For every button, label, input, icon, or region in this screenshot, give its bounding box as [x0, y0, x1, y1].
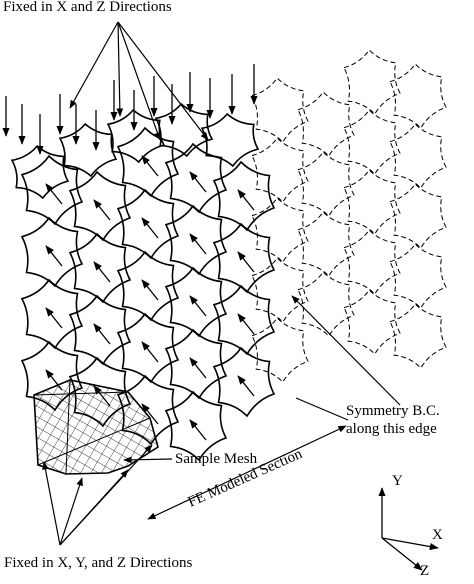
- dashed-cell: [343, 109, 401, 175]
- dashed-mirror-cells: [251, 49, 447, 383]
- top-load-arrows: [2, 64, 258, 155]
- solid-cell: [116, 126, 180, 198]
- cell-arrow: [141, 403, 159, 425]
- cell-arrow: [141, 155, 159, 177]
- dashed-cell: [343, 49, 401, 115]
- solid-cell: [116, 188, 180, 260]
- solid-cell: [68, 294, 132, 366]
- dashed-cell: [297, 151, 355, 217]
- top-cell: [58, 122, 118, 178]
- dashed-cell: [343, 169, 401, 235]
- top-cell: [200, 112, 260, 168]
- dashed-cell: [297, 271, 355, 337]
- cell-arrow: [237, 251, 255, 273]
- dashed-cell: [389, 183, 447, 249]
- cell-arrow: [141, 217, 159, 239]
- solid-cell: [212, 160, 276, 232]
- solid-cell: [68, 232, 132, 304]
- cell-arrow: [189, 357, 207, 379]
- solid-cell: [164, 142, 228, 214]
- dashed-cell: [297, 91, 355, 157]
- dashed-cell: [251, 197, 309, 263]
- dashed-cell: [389, 303, 447, 369]
- y-axis-label: Y: [392, 473, 403, 489]
- dashed-cell: [251, 317, 309, 383]
- dashed-cell: [251, 257, 309, 323]
- solid-cell: [116, 250, 180, 322]
- solid-cell: [212, 222, 276, 294]
- dashed-cell: [389, 63, 447, 129]
- solid-cell: [116, 312, 180, 384]
- dashed-cell: [297, 211, 355, 277]
- sample-mesh-label: Sample Mesh: [175, 451, 258, 467]
- cell-arrow: [45, 183, 63, 205]
- cell-arrow: [93, 199, 111, 221]
- cell-arrow: [45, 369, 63, 391]
- cell-arrow: [237, 375, 255, 397]
- symmetry-label-line1: Symmetry B.C.: [346, 403, 440, 419]
- cell-arrow: [237, 189, 255, 211]
- leader-lines: [42, 21, 401, 546]
- cell-arrow: [189, 295, 207, 317]
- cell-arrow: [93, 261, 111, 283]
- cell-arrow: [93, 323, 111, 345]
- solid-cell: [164, 390, 228, 462]
- fixed-xz-label: Fixed in X and Z Directions: [3, 0, 172, 15]
- solid-cell: [212, 346, 276, 418]
- solid-cell: [68, 170, 132, 242]
- dashed-cell: [343, 229, 401, 295]
- solid-cell: [212, 284, 276, 356]
- solid-cell: [164, 204, 228, 276]
- z-axis-label: Z: [420, 563, 430, 579]
- cell-arrow: [45, 245, 63, 267]
- x-axis-label: X: [432, 527, 443, 543]
- dashed-cell: [389, 243, 447, 309]
- axis-triad: [378, 487, 439, 571]
- cell-arrow: [93, 385, 111, 407]
- solid-cell: [164, 266, 228, 338]
- symmetry-label-line2: along this edge: [346, 421, 437, 437]
- solid-cell: [20, 278, 84, 350]
- cell-load-arrows: [45, 155, 255, 441]
- dashed-cell: [251, 77, 309, 143]
- solid-cell: [20, 216, 84, 288]
- solid-cell: [20, 154, 84, 226]
- fixed-xyz-label: Fixed in X, Y, and Z Directions: [4, 555, 193, 571]
- cell-arrow: [237, 313, 255, 335]
- cell-arrow: [189, 171, 207, 193]
- cell-arrow: [45, 307, 63, 329]
- dashed-cell: [251, 137, 309, 203]
- cell-arrow: [189, 419, 207, 441]
- cell-arrow: [141, 341, 159, 363]
- dashed-cell: [389, 123, 447, 189]
- cell-arrow: [141, 279, 159, 301]
- cell-arrow: [189, 233, 207, 255]
- solid-cell: [164, 328, 228, 400]
- dashed-cell: [343, 289, 401, 355]
